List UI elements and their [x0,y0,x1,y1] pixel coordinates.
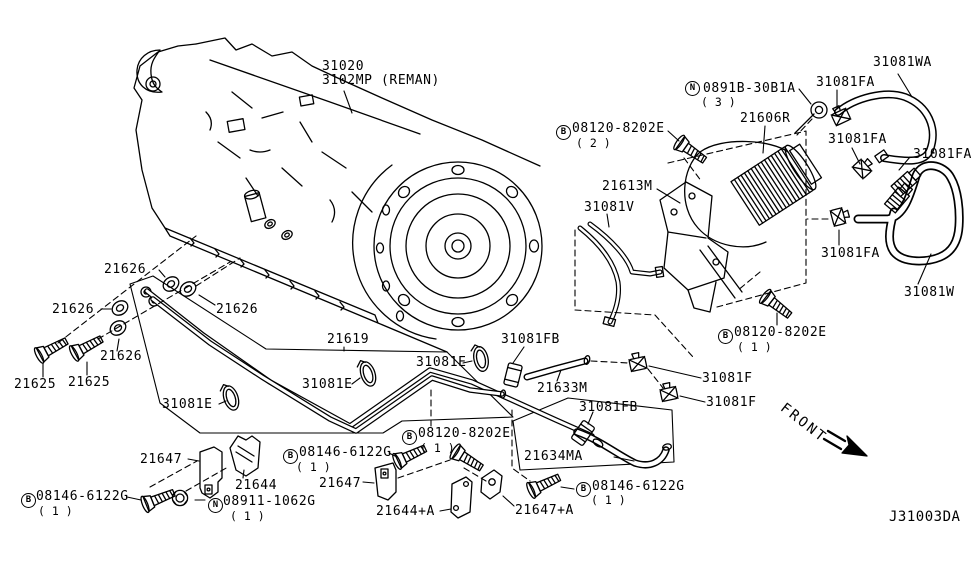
label-leader-lines [42,73,932,512]
part-label-31081fa[interactable]: 31081FA [816,75,875,90]
hose-31081WA [834,90,937,165]
hose-clamp-icon [829,205,852,227]
qty-label: ( 1 ) [737,340,772,354]
qty-label: ( 3 ) [701,95,736,109]
part-label-08146-6122g[interactable]: 08146-6122G [36,489,129,504]
part-label-08120-8202e[interactable]: 08120-8202E [572,121,665,136]
transmission-drawing [133,37,543,353]
part-label-08146-6122g[interactable]: 08146-6122G [299,445,392,460]
circled-b-icon: B [21,493,36,508]
part-label-21626[interactable]: 21626 [216,302,259,317]
front-direction-arrow [822,429,868,457]
dashed-reference-lines [57,118,829,492]
part-label-21613m[interactable]: 21613M [602,179,653,194]
part-label-31081f[interactable]: 31081F [702,371,753,386]
nut-icon [171,489,189,507]
part-label-31081e[interactable]: 31081E [416,355,467,370]
qty-label: ( 1 ) [591,493,626,507]
part-label-21644a[interactable]: 21644+A [376,504,435,519]
part-label-21626[interactable]: 21626 [104,262,147,277]
qty-label: ( 1 ) [38,504,73,518]
bolt-icon [524,468,564,500]
part-label-3102mp[interactable]: 3102MP (REMAN) [322,73,440,88]
part-label-31020[interactable]: 31020 [322,59,365,74]
pipe-assembly-31081V [577,221,665,328]
part-label-31081fb[interactable]: 31081FB [501,332,560,347]
qty-label: ( 1 ) [296,460,331,474]
part-label-31081fa[interactable]: 31081FA [913,147,972,162]
circled-b-icon: B [556,125,571,140]
part-label-21633m[interactable]: 21633M [537,381,588,396]
washer-icon [159,273,183,295]
circled-b-icon: B [718,329,733,344]
hose-clamp-icon [851,155,877,180]
hose-31081W [853,161,964,266]
bolt-icon [757,287,796,323]
part-label-21625[interactable]: 21625 [68,375,111,390]
part-label-08120-8202e[interactable]: 08120-8202E [734,325,827,340]
pipe-clip-icon [218,380,243,414]
hose-clamp-icon [627,350,648,373]
qty-label: ( 2 ) [576,136,611,150]
oil-cooler-pipes [144,288,595,439]
circled-b-icon: B [283,449,298,464]
part-label-31081fa[interactable]: 31081FA [821,246,880,261]
part-label-21647a[interactable]: 21647+A [515,503,574,518]
part-label-08911-1062g[interactable]: 08911-1062G [223,494,316,509]
pipe-clip-icon [469,342,492,374]
hose-21634MA [573,428,672,469]
pipe-clip-icon [355,356,380,390]
mounting-brackets [199,435,503,519]
bolt-icon [671,133,711,168]
part-label-21619[interactable]: 21619 [327,332,370,347]
part-label-21647[interactable]: 21647 [319,476,362,491]
part-label-31081fb[interactable]: 31081FB [579,400,638,415]
part-label-21626[interactable]: 21626 [52,302,95,317]
bolt-icon [138,484,178,514]
circled-b-icon: B [576,482,591,497]
hose-protector-icon [502,361,524,389]
washer-icon [108,297,132,319]
circled-b-icon: B [402,430,417,445]
part-label-08146-6122g[interactable]: 08146-6122G [592,479,685,494]
oil-cooler-assembly [659,101,828,313]
part-label-31081e[interactable]: 31081E [162,397,213,412]
part-label-31081wa[interactable]: 31081WA [873,55,932,70]
bolt-icon [32,332,72,365]
part-label-21626[interactable]: 21626 [100,349,143,364]
part-label-31081f[interactable]: 31081F [706,395,757,410]
part-label-21644[interactable]: 21644 [235,478,278,493]
circled-n-icon: N [208,498,223,513]
qty-label: ( 1 ) [420,441,455,455]
part-label-31081w[interactable]: 31081W [904,285,955,300]
part-label-08120-8202e[interactable]: 08120-8202E [418,426,511,441]
part-label-31081fa[interactable]: 31081FA [828,132,887,147]
hose-clamp-icon [658,380,679,403]
part-label-21634ma[interactable]: 21634MA [524,449,583,464]
drawing-number: J31003DA [889,509,961,525]
hose-21633M [523,355,591,381]
part-label-31081v[interactable]: 31081V [584,200,635,215]
assembly-boundary-panels [129,275,675,471]
part-label-21625[interactable]: 21625 [14,377,57,392]
grommet-icon [810,101,828,119]
circled-n-icon: N [685,81,700,96]
qty-label: ( 1 ) [230,509,265,523]
washer-icon [106,317,130,339]
part-label-21647[interactable]: 21647 [140,452,183,467]
part-label-0891b-30b1a[interactable]: 0891B-30B1A [703,81,796,96]
part-label-31081e[interactable]: 31081E [302,377,353,392]
part-label-21606r[interactable]: 21606R [740,111,791,126]
